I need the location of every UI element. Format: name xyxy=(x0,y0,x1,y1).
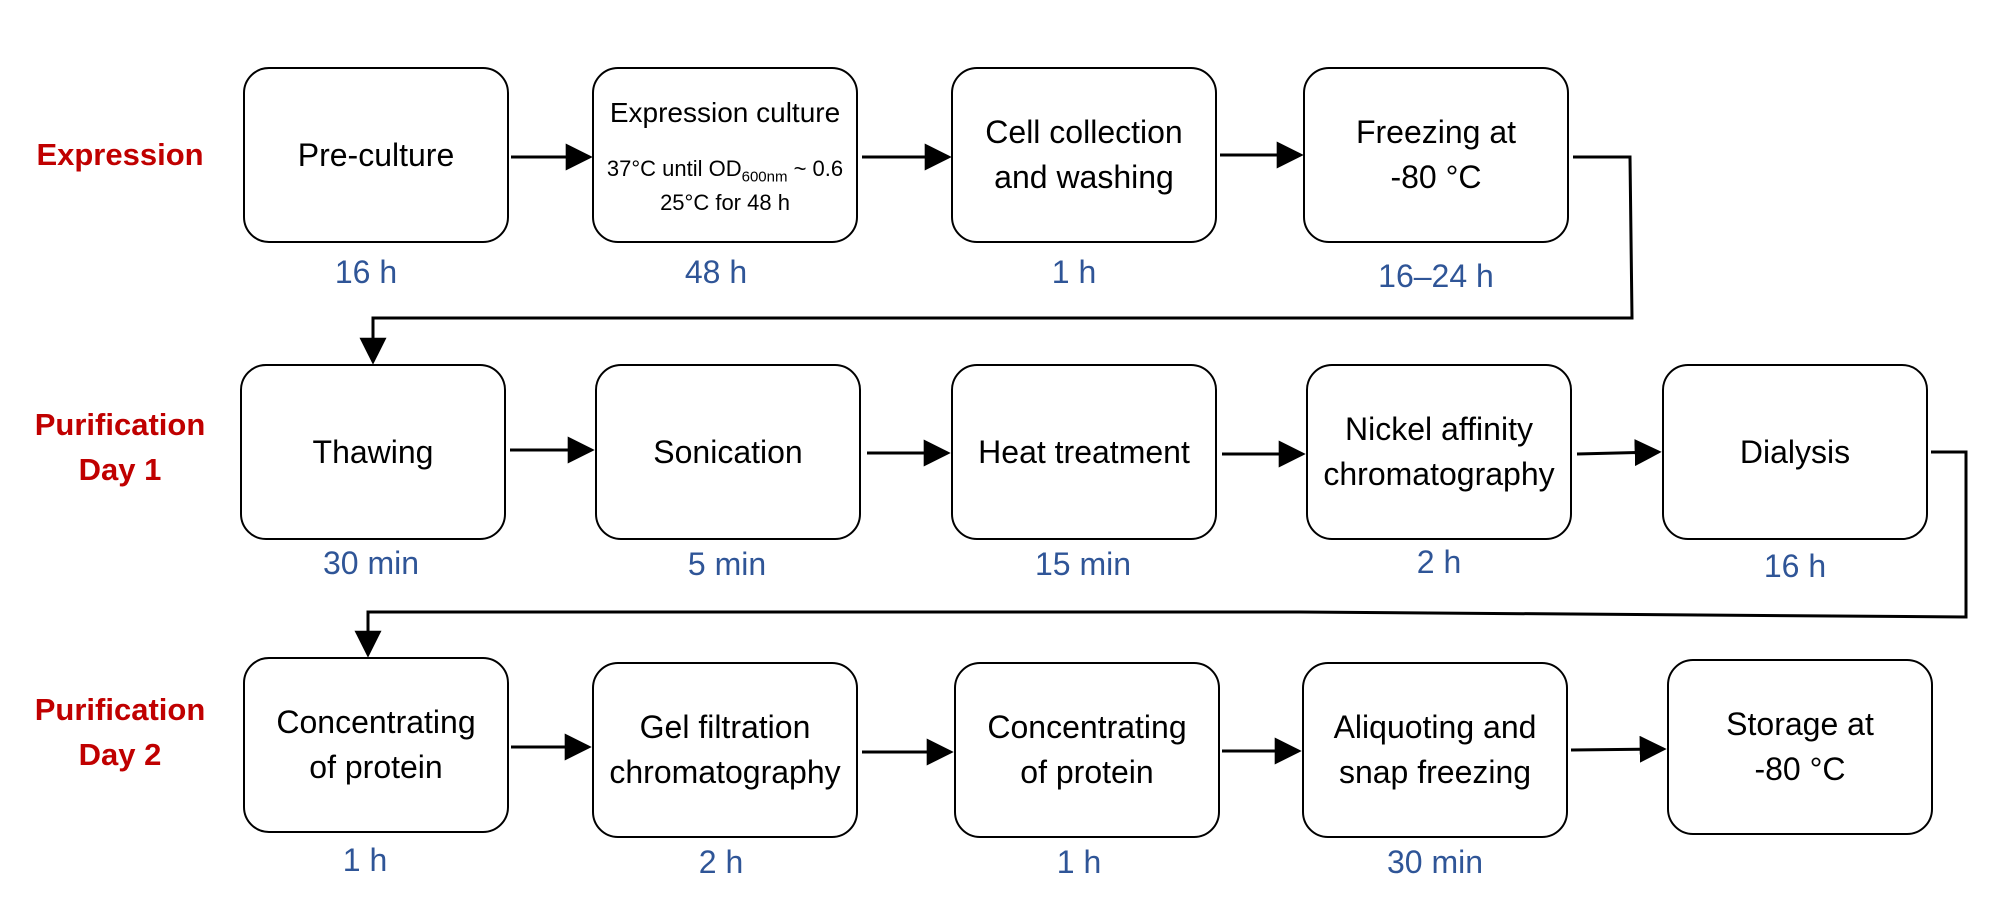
step-title-line-1: Heat treatment xyxy=(978,433,1190,470)
step-title-line-2: and washing xyxy=(994,159,1174,195)
row-label-expression: Expression xyxy=(10,133,230,178)
duration-aliquoting: 30 min xyxy=(1386,844,1484,880)
duration-thawing: 30 min xyxy=(322,545,420,581)
duration-gel-filtration: 2 h xyxy=(698,844,744,880)
step-title-line-1: Freezing at xyxy=(1355,114,1517,151)
duration-concentrating-2: 1 h xyxy=(1056,844,1102,880)
step-title-line-1: Thawing xyxy=(312,433,434,470)
row-label-purification-day-1: Purification Day 1 xyxy=(10,403,230,493)
step-title-line-2: of protein xyxy=(1020,754,1154,790)
arrow-aliquoting-to-storage xyxy=(1570,735,1667,763)
duration-dialysis: 16 h xyxy=(1763,548,1827,584)
step-thawing: Thawing xyxy=(240,364,506,540)
connector-dialysis-to-concentrating xyxy=(354,450,1968,658)
od-prefix: 37°C until OD xyxy=(606,155,742,181)
duration-heat-treatment: 15 min xyxy=(1034,546,1132,582)
culture-conditions-line-1: 37°C until OD600nm ~ 0.6 xyxy=(607,154,843,188)
culture-conditions-line-2: 25°C for 48 h xyxy=(660,189,790,215)
step-freezing: Freezing at -80 °C xyxy=(1303,67,1569,243)
row-label-line-2: Day 2 xyxy=(78,736,162,772)
step-title-line-2: -80 °C xyxy=(1754,751,1846,787)
row-label-line-1: Purification xyxy=(34,692,206,727)
row-label-line-1: Purification xyxy=(34,407,206,442)
step-title-line-1: Aliquoting and xyxy=(1333,709,1537,746)
step-title-line-1: Concentrating xyxy=(987,709,1187,746)
step-heat-treatment: Heat treatment xyxy=(951,364,1217,540)
duration-sonication: 5 min xyxy=(687,546,767,582)
step-title-line-2: snap freezing xyxy=(1338,754,1532,790)
row-label-line-1: Expression xyxy=(36,137,204,172)
step-title-line-1: Gel filtration xyxy=(639,709,811,746)
step-concentrating-1: Concentrating of protein xyxy=(243,657,509,833)
duration-expression-culture: 48 h xyxy=(684,254,748,290)
duration-concentrating-1: 1 h xyxy=(342,842,388,878)
od-suffix: ~ 0.6 xyxy=(787,155,844,181)
od-subscript: 600nm xyxy=(741,168,788,186)
step-title-line-1: Pre-culture xyxy=(297,136,455,173)
step-gel-filtration: Gel filtration chromatography xyxy=(592,662,858,838)
step-title-line-1: Storage at xyxy=(1726,706,1874,743)
step-title-line-1: Concentrating xyxy=(276,704,476,741)
row-label-line-2: Day 1 xyxy=(78,451,162,487)
arrow-nickel-to-dialysis xyxy=(1576,439,1662,467)
step-pre-culture: Pre-culture xyxy=(243,67,509,243)
step-aliquoting: Aliquoting and snap freezing xyxy=(1302,662,1568,838)
step-title-line-2: of protein xyxy=(309,749,443,785)
step-title-line-1: Dialysis xyxy=(1739,433,1851,470)
row-label-purification-day-2: Purification Day 2 xyxy=(10,688,230,778)
step-title-line-2: chromatography xyxy=(609,754,841,790)
step-nickel-affinity: Nickel affinity chromatography xyxy=(1306,364,1572,540)
step-title-line-1: Sonication xyxy=(653,433,803,470)
duration-pre-culture: 16 h xyxy=(334,254,398,290)
duration-freezing: 16–24 h xyxy=(1378,258,1494,294)
step-title-line-2: -80 °C xyxy=(1390,159,1482,195)
step-title-line-1: Cell collection xyxy=(985,114,1183,151)
duration-nickel-affinity: 2 h xyxy=(1416,544,1462,580)
step-dialysis: Dialysis xyxy=(1662,364,1928,540)
step-expression-culture: Expression culture 37°C until OD600nm ~ … xyxy=(592,67,858,243)
step-concentrating-2: Concentrating of protein xyxy=(954,662,1220,838)
step-storage: Storage at -80 °C xyxy=(1667,659,1933,835)
step-title-line-1: Expression culture xyxy=(609,96,841,128)
step-cell-collection: Cell collection and washing xyxy=(951,67,1217,243)
step-sonication: Sonication xyxy=(595,364,861,540)
duration-cell-collection: 1 h xyxy=(1051,254,1097,290)
connector-freezing-to-thawing xyxy=(359,155,1634,365)
step-title-line-1: Nickel affinity xyxy=(1345,411,1533,448)
step-title-line-2: chromatography xyxy=(1323,456,1555,492)
